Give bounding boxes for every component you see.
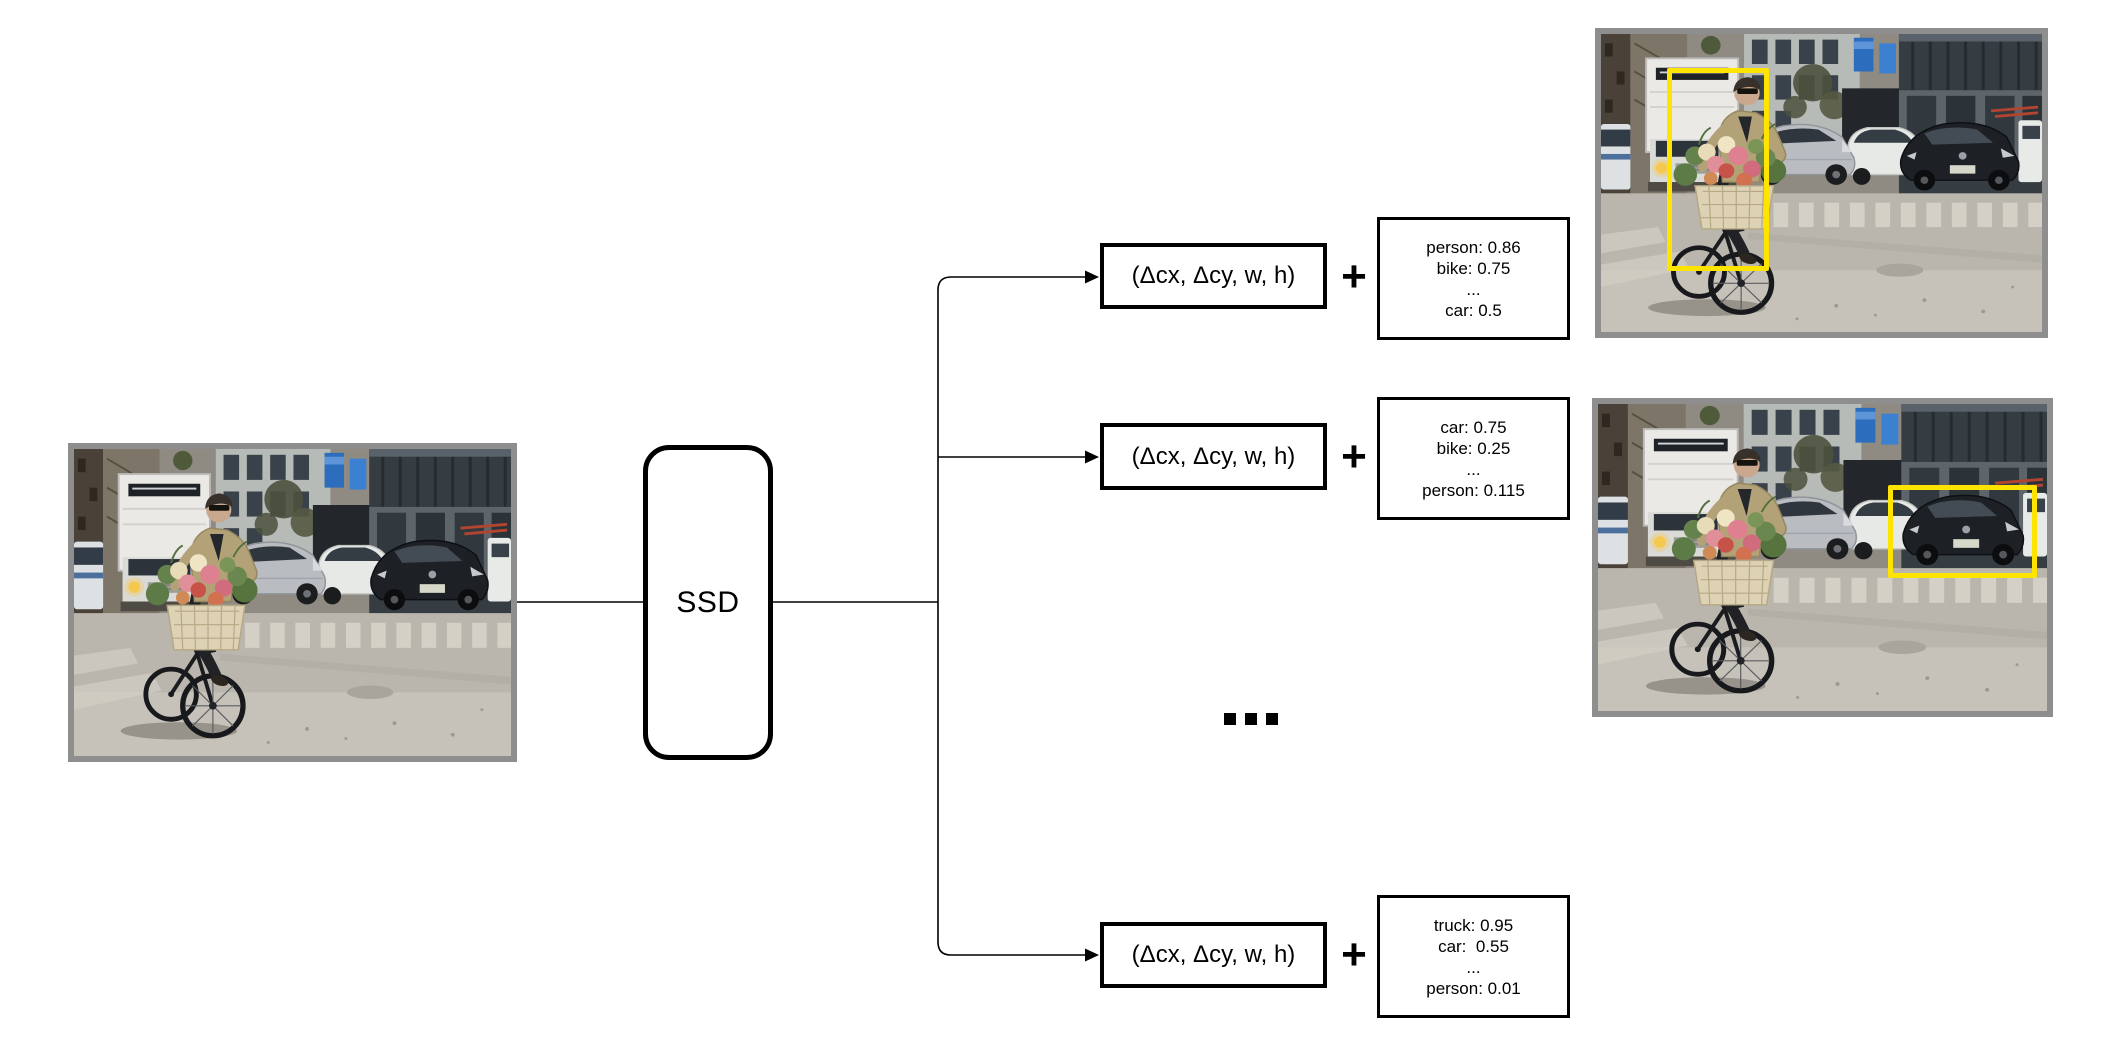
black-car (1902, 494, 2025, 566)
score-line: ... (1466, 459, 1481, 479)
black-car (370, 539, 489, 611)
arrowhead-branch-3 (1085, 948, 1099, 962)
branches-ellipsis (1224, 713, 1278, 725)
bounding-box-person (1667, 68, 1769, 271)
plus-sign-2: + (1341, 432, 1367, 481)
score-line: person: 0.01 (1426, 978, 1521, 998)
box-regression-label-2: (Δcx, Δcy, w, h) (1131, 442, 1296, 470)
score-line: car: 0.55 (1438, 936, 1509, 956)
flower-basket (1671, 495, 1787, 606)
output-image-2-content (1598, 404, 2047, 711)
input-image-content (74, 449, 511, 756)
input-image (68, 443, 517, 762)
score-line: bike: 0.25 (1436, 438, 1511, 458)
ellipsis-dot (1245, 713, 1257, 725)
detection-output-image-2 (1592, 398, 2053, 717)
score-line: car: 0.75 (1440, 417, 1507, 437)
flower-basket (145, 540, 258, 651)
score-line: car: 0.5 (1445, 300, 1502, 320)
street-photo-illustration (74, 449, 511, 756)
class-scores-box-3: truck: 0.95 car: 0.55 ... person: 0.01 (1377, 895, 1570, 1018)
plus-sign-3: + (1341, 930, 1367, 979)
ssd-model-label: SSD (676, 585, 740, 619)
score-line: ... (1466, 279, 1481, 299)
detection-output-image-1 (1595, 28, 2048, 338)
bounding-box-car (1888, 485, 2038, 579)
box-regression-output-3: (Δcx, Δcy, w, h) (1100, 922, 1327, 988)
score-line: bike: 0.75 (1436, 258, 1511, 278)
box-regression-output-2: (Δcx, Δcy, w, h) (1100, 423, 1327, 490)
street-photo-illustration (1598, 404, 2047, 711)
ssd-model-box: SSD (643, 445, 773, 760)
class-scores-box-2: car: 0.75 bike: 0.25 ... person: 0.115 (1377, 397, 1570, 520)
ellipsis-dot (1266, 713, 1278, 725)
arrowhead-branch-2 (1085, 450, 1099, 464)
line-trunk-branch-1 (937, 276, 1086, 602)
score-line: person: 0.115 (1422, 480, 1525, 500)
box-regression-label-3: (Δcx, Δcy, w, h) (1131, 941, 1296, 968)
arrowhead-branch-1 (1085, 270, 1099, 284)
line-trunk-branch-3 (937, 602, 1086, 956)
ellipsis-dot (1224, 713, 1236, 725)
box-regression-output-1: (Δcx, Δcy, w, h) (1100, 243, 1327, 309)
plus-sign-1: + (1341, 252, 1367, 301)
score-line: ... (1466, 957, 1481, 977)
class-scores-box-1: person: 0.86 bike: 0.75 ... car: 0.5 (1377, 217, 1570, 340)
box-regression-label-1: (Δcx, Δcy, w, h) (1131, 262, 1296, 289)
score-line: truck: 0.95 (1433, 915, 1514, 935)
score-line: person: 0.86 (1426, 237, 1521, 257)
black-car (1899, 121, 2020, 191)
